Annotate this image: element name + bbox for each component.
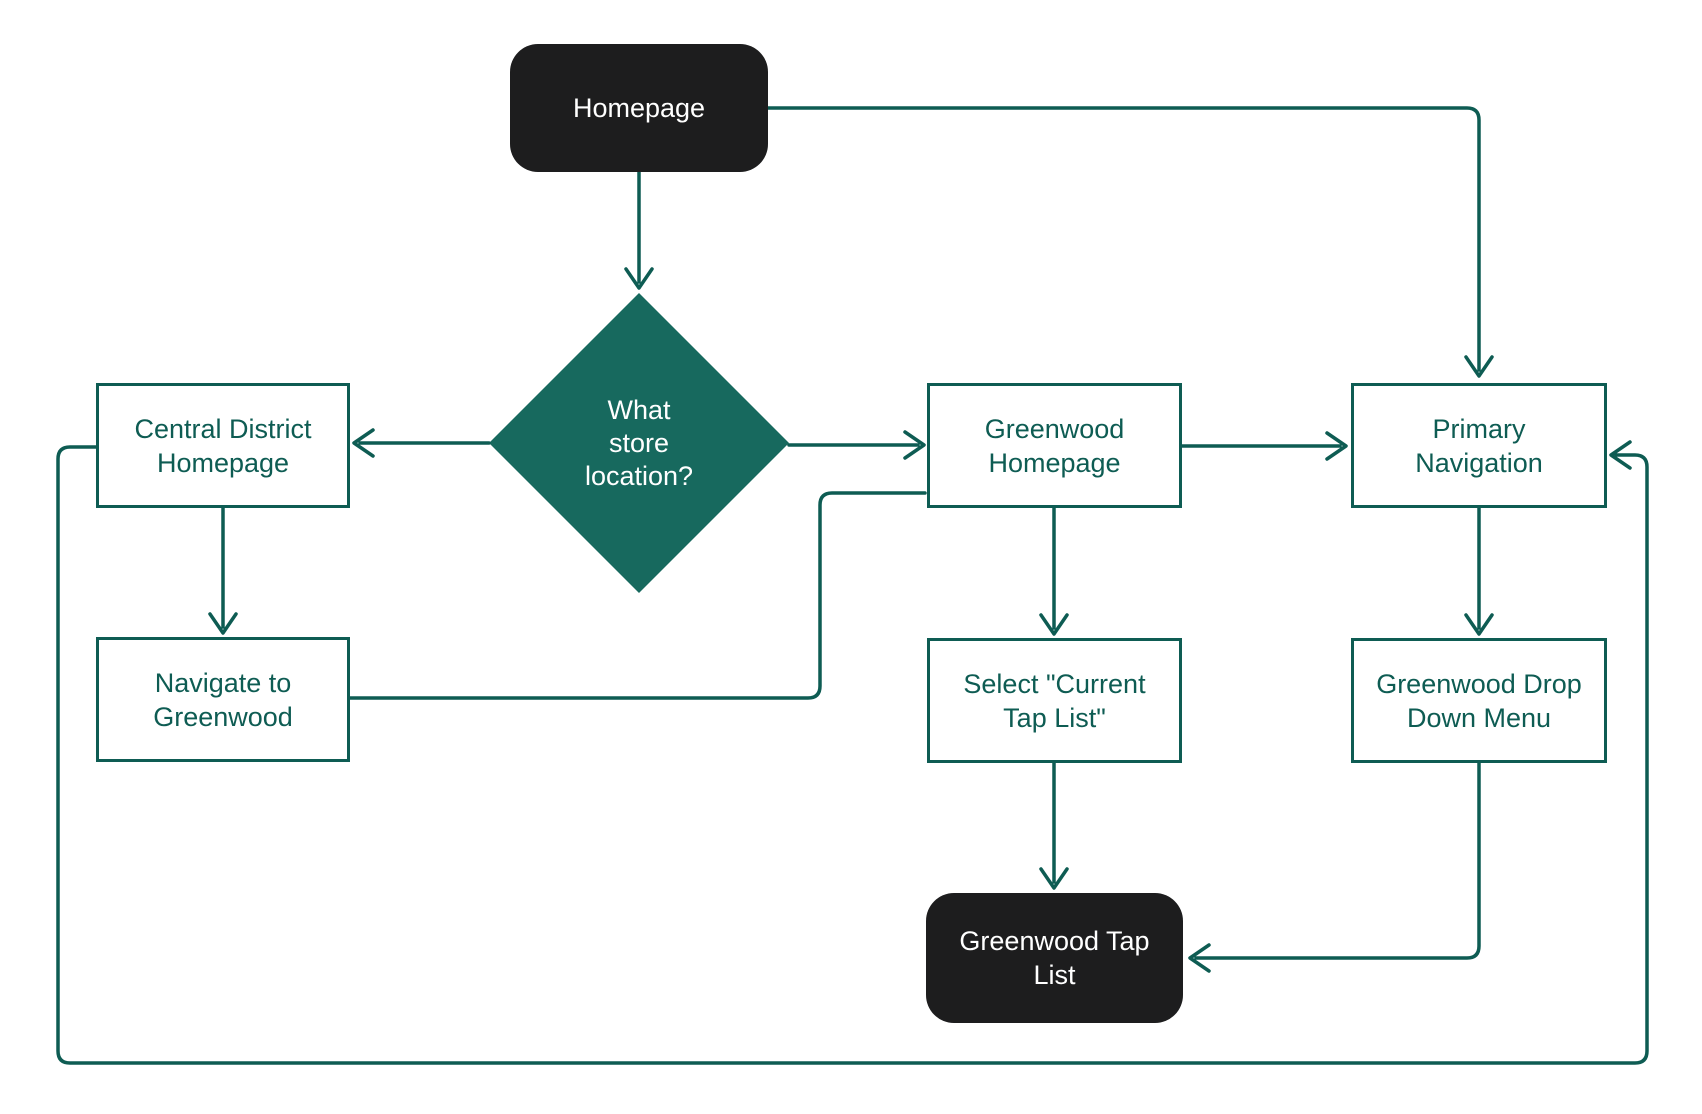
edge-homepage-to-primary-navigation <box>766 106 1494 378</box>
node-homepage-label: Homepage <box>572 93 706 123</box>
node-homepage[interactable]: Homepage <box>510 44 768 172</box>
node-central-district-label: Central District Homepage <box>134 413 312 478</box>
edge-primary-navigation-to-dropdown <box>1464 506 1494 636</box>
node-greenwood-homepage[interactable]: Greenwood Homepage <box>927 383 1182 508</box>
node-greenwood-tap-list-label: Greenwood Tap List <box>959 926 1150 990</box>
edge-decision-to-greenwood-homepage <box>787 430 926 460</box>
edge-greenwood-homepage-to-select <box>1039 506 1069 636</box>
node-primary-navigation[interactable]: Primary Navigation <box>1351 383 1607 508</box>
edge-decision-to-central-district <box>352 428 491 458</box>
node-greenwood-drop-down-menu-label: Greenwood Drop Down Menu <box>1376 668 1582 733</box>
node-select-current-tap-list[interactable]: Select "Current Tap List" <box>927 638 1182 763</box>
node-greenwood-drop-down-menu[interactable]: Greenwood Drop Down Menu <box>1351 638 1607 763</box>
edge-greenwood-homepage-to-primary-navigation <box>1180 431 1348 461</box>
node-store-location-label-box: What store location? <box>529 383 749 503</box>
node-navigate-to-greenwood-label: Navigate to Greenwood <box>153 667 293 732</box>
edge-select-to-tap-list <box>1039 761 1069 890</box>
node-central-district-homepage[interactable]: Central District Homepage <box>96 383 350 508</box>
edge-central-district-to-primary-navigation-loop <box>56 440 1649 1065</box>
node-navigate-to-greenwood[interactable]: Navigate to Greenwood <box>96 637 350 762</box>
node-greenwood-tap-list[interactable]: Greenwood Tap List <box>926 893 1183 1023</box>
node-primary-navigation-label: Primary Navigation <box>1415 413 1543 478</box>
node-store-location-label: What store location? <box>584 394 694 491</box>
edge-central-district-to-navigate <box>208 506 238 635</box>
edge-dropdown-to-tap-list <box>1188 761 1481 973</box>
node-greenwood-homepage-label: Greenwood Homepage <box>984 413 1125 478</box>
edge-homepage-to-decision <box>624 170 654 290</box>
node-select-current-tap-list-label: Select "Current Tap List" <box>963 668 1146 733</box>
decision-diamond-shape[interactable] <box>489 293 789 593</box>
edge-navigate-to-greenwood-homepage <box>348 491 927 700</box>
